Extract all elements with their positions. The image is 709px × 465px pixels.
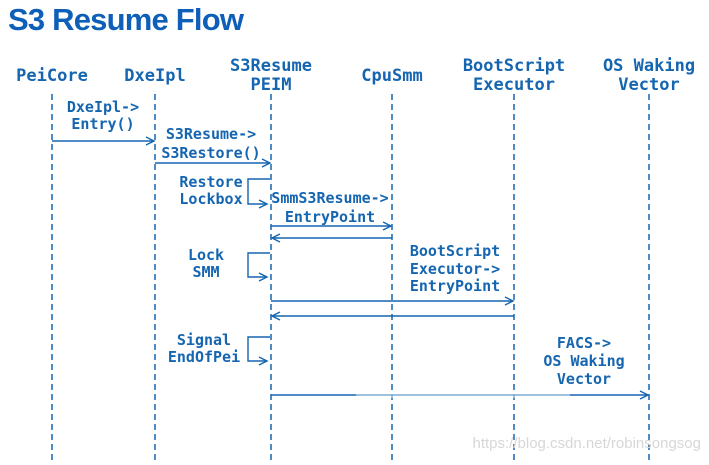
message-label-restore-lockbox: Restore: [179, 173, 242, 191]
actor-label-s3resume-peim: S3Resume: [230, 56, 312, 76]
message-label-facs-os-waking-vector: OS Waking: [543, 352, 624, 370]
message-label-restore-lockbox: Lockbox: [179, 190, 242, 208]
actor-label-os-waking-vector: Vector: [618, 75, 679, 95]
actor-label-peicore: PeiCore: [16, 66, 88, 86]
message-label-signal-endofpei: Signal: [177, 331, 231, 349]
message-label-signal-endofpei: EndOfPei: [168, 348, 240, 366]
actor-label-cpusmm: CpuSmm: [361, 66, 422, 86]
message-s3resume-s3restore: S3Resume->S3Restore(): [155, 125, 272, 168]
message-label-bootscript-entrypoint: BootScript: [410, 242, 500, 260]
message-label-dxeipl-entry: DxeIpl->: [67, 98, 139, 116]
actor-label-os-waking-vector: OS Waking: [603, 56, 695, 76]
message-label-lock-smm: SMM: [192, 263, 219, 281]
message-dxeipl-entry: DxeIpl->Entry(): [52, 98, 156, 146]
message-label-smms3resume-entrypoint: SmmS3Resume->: [271, 189, 388, 207]
message-label-s3resume-s3restore: S3Restore(): [161, 144, 260, 162]
message-label-facs-os-waking-vector: FACS->: [557, 334, 611, 352]
message-label-dxeipl-entry: Entry(): [71, 115, 134, 133]
message-label-facs-os-waking-vector: Vector: [557, 370, 611, 388]
watermark-fade-artifact: [356, 390, 570, 398]
actor-label-s3resume-peim: PEIM: [251, 75, 292, 95]
message-label-bootscript-entrypoint: EntryPoint: [410, 277, 500, 295]
message-smms3resume-entrypoint: SmmS3Resume->EntryPoint: [271, 189, 393, 231]
message-label-smms3resume-entrypoint: EntryPoint: [285, 208, 375, 226]
message-label-lock-smm: Lock: [188, 246, 224, 264]
watermark-url: https://blog.csdn.net/robinsongsog: [472, 435, 702, 452]
actor-label-bootscript-executor: Executor: [473, 75, 555, 95]
actor-label-dxeipl: DxeIpl: [124, 66, 185, 86]
message-label-bootscript-entrypoint: Executor->: [410, 260, 500, 278]
actor-label-bootscript-executor: BootScript: [463, 56, 565, 76]
message-label-s3resume-s3restore: S3Resume->: [166, 125, 256, 143]
page-title: S3 Resume Flow: [8, 2, 244, 37]
